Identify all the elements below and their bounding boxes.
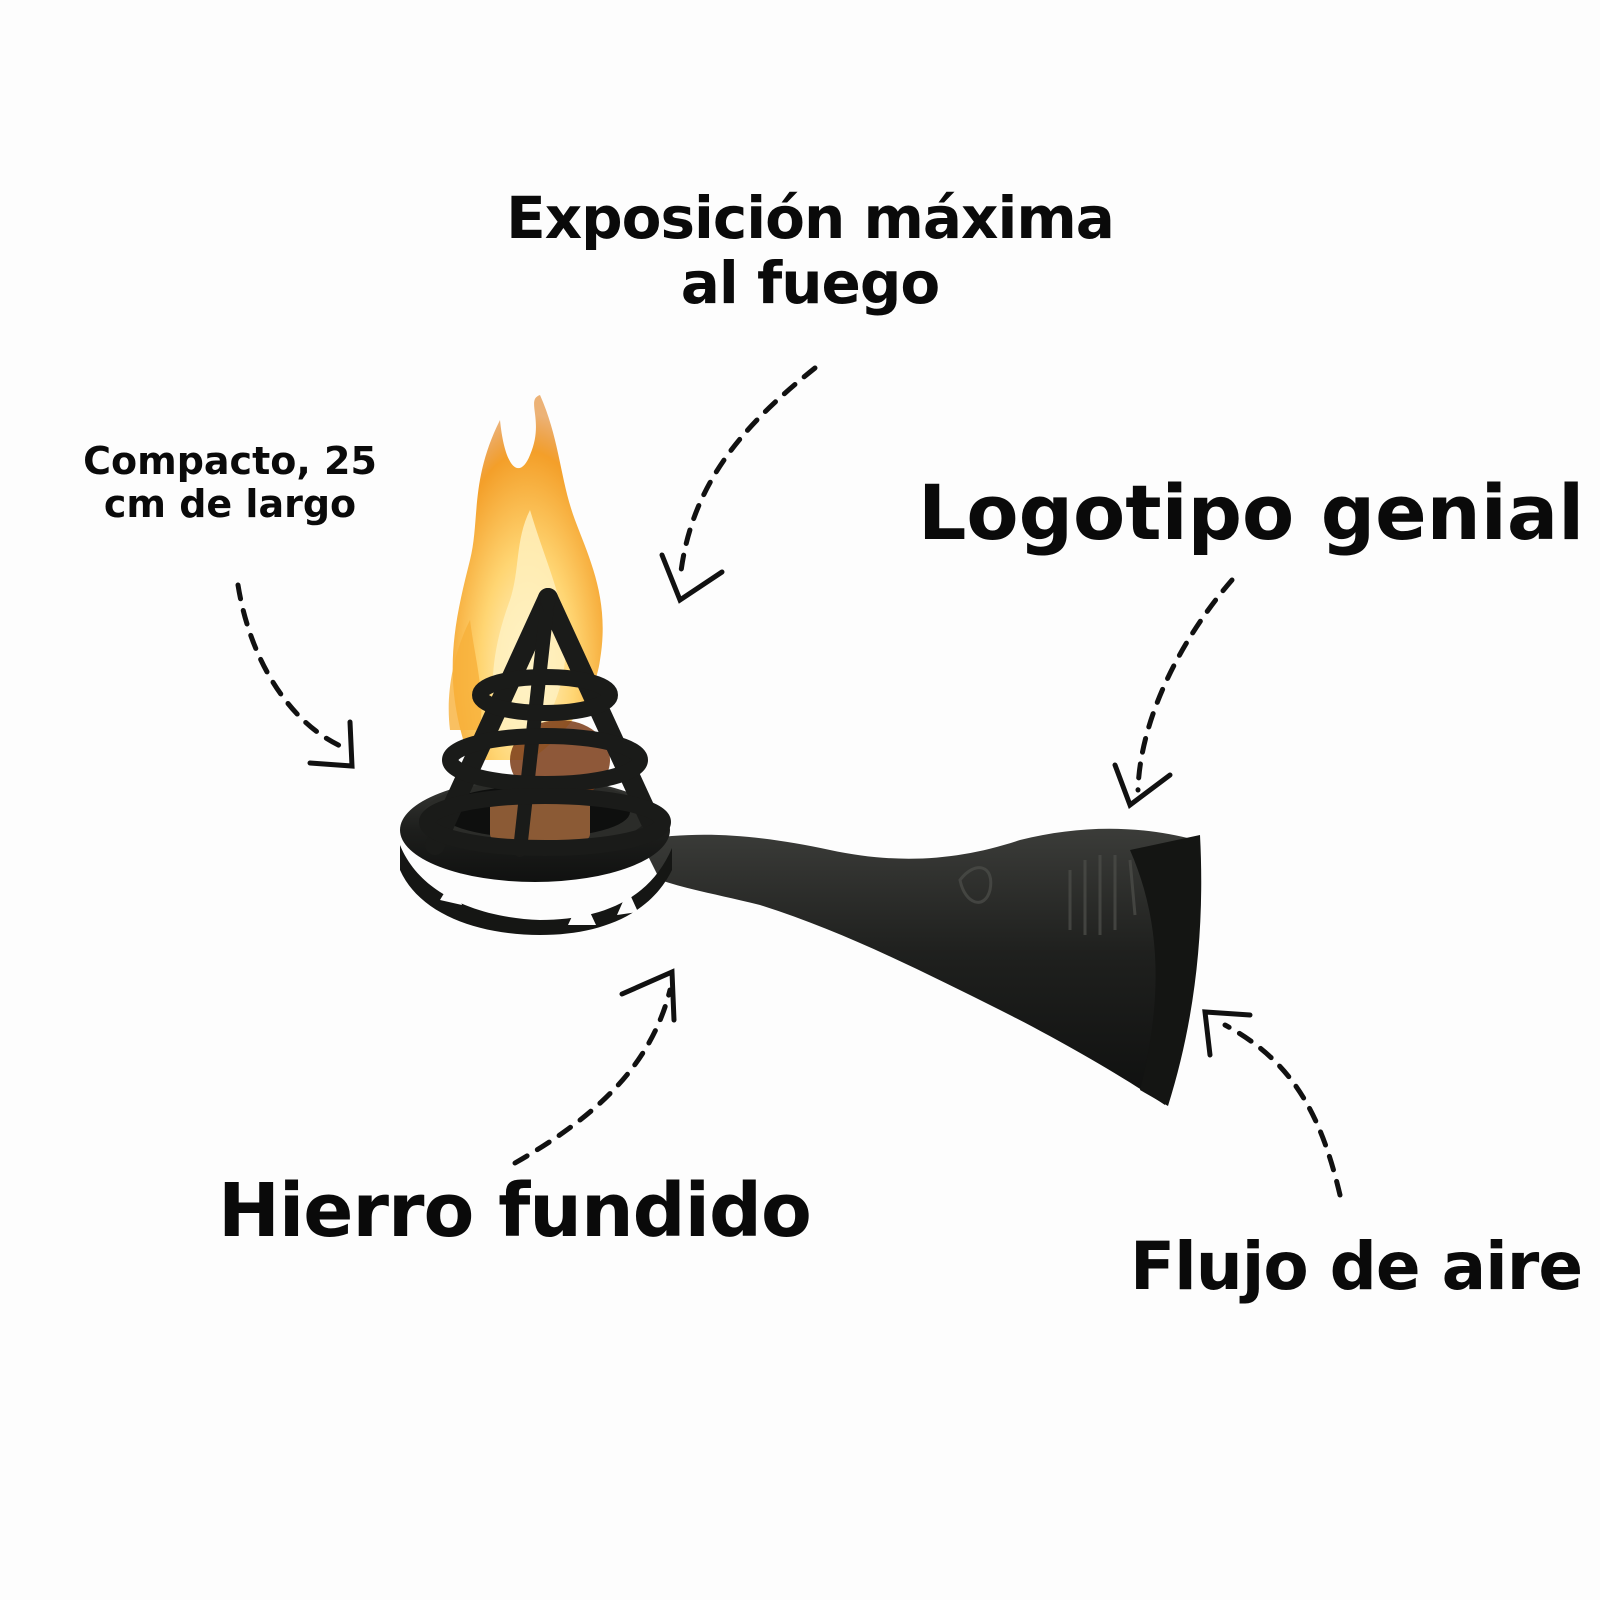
label-logo: Logotipo genial (918, 468, 1585, 557)
label-fire-exposure-line2: al fuego (680, 248, 940, 317)
label-fire-exposure-line1: Exposición máxima (506, 184, 1115, 252)
embossed-logo (958, 855, 1137, 935)
flared-end (1130, 835, 1202, 1106)
label-fire-exposure: Exposición máxima al fuego (440, 186, 1180, 316)
handle (640, 828, 1195, 1105)
fire-briquette (490, 800, 590, 840)
label-compact: Compacto, 25 cm de largo (40, 440, 420, 525)
annotation-arrows (235, 365, 1343, 1198)
label-compact-line1: Compacto, 25 (83, 439, 377, 483)
label-airflow: Flujo de aire (1130, 1228, 1583, 1305)
label-compact-line2: cm de largo (103, 481, 357, 526)
cone-cage (419, 588, 671, 857)
label-cast-iron: Hierro fundido (218, 1168, 812, 1254)
